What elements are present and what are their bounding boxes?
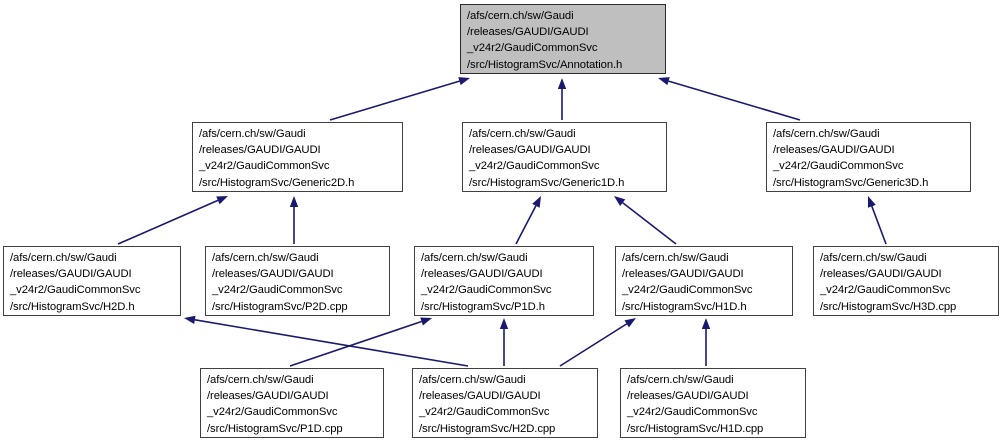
graph-node-h2d-cpp[interactable]: /afs/cern.ch/sw/Gaudi /releases/GAUDI/GA… — [412, 368, 598, 438]
graph-node-h3d-cpp[interactable]: /afs/cern.ch/sw/Gaudi /releases/GAUDI/GA… — [813, 246, 999, 316]
graph-node-label: /afs/cern.ch/sw/Gaudi /releases/GAUDI/GA… — [199, 128, 355, 189]
graph-node-label: /afs/cern.ch/sw/Gaudi /releases/GAUDI/GA… — [421, 252, 552, 313]
graph-node-label: /afs/cern.ch/sw/Gaudi /releases/GAUDI/GA… — [622, 252, 753, 313]
graph-edge-generic2d_h-to-annotation_h — [329, 77, 470, 121]
graph-node-label: /afs/cern.ch/sw/Gaudi /releases/GAUDI/GA… — [207, 374, 343, 435]
graph-node-p2d-cpp[interactable]: /afs/cern.ch/sw/Gaudi /releases/GAUDI/GA… — [205, 246, 390, 316]
graph-node-label: /afs/cern.ch/sw/Gaudi /releases/GAUDI/GA… — [820, 252, 957, 313]
graph-node-label: /afs/cern.ch/sw/Gaudi /releases/GAUDI/GA… — [212, 252, 348, 313]
graph-edge-h1d_h-to-generic1d_h — [614, 196, 677, 245]
graph-node-label: /afs/cern.ch/sw/Gaudi /releases/GAUDI/GA… — [773, 128, 929, 189]
graph-edge-p2d_cpp-to-generic2d_h — [289, 196, 299, 244]
graph-node-label: /afs/cern.ch/sw/Gaudi /releases/GAUDI/GA… — [419, 374, 556, 435]
graph-node-label: /afs/cern.ch/sw/Gaudi /releases/GAUDI/GA… — [467, 10, 623, 71]
graph-node-p1d-h[interactable]: /afs/cern.ch/sw/Gaudi /releases/GAUDI/GA… — [414, 246, 594, 316]
graph-node-p1d-cpp[interactable]: /afs/cern.ch/sw/Gaudi /releases/GAUDI/GA… — [200, 368, 384, 438]
graph-node-generic2d-h[interactable]: /afs/cern.ch/sw/Gaudi /releases/GAUDI/GA… — [192, 122, 403, 192]
graph-node-h1d-h[interactable]: /afs/cern.ch/sw/Gaudi /releases/GAUDI/GA… — [615, 246, 793, 316]
graph-edge-h2d_h-to-generic2d_h — [117, 196, 228, 245]
graph-edge-p1d_h-to-generic1d_h — [515, 196, 541, 245]
graph-node-generic1d-h[interactable]: /afs/cern.ch/sw/Gaudi /releases/GAUDI/GA… — [462, 122, 667, 192]
graph-edge-h3d_cpp-to-generic3d_h — [867, 196, 887, 245]
graph-node-generic3d-h[interactable]: /afs/cern.ch/sw/Gaudi /releases/GAUDI/GA… — [766, 122, 971, 192]
graph-node-h1d-cpp[interactable]: /afs/cern.ch/sw/Gaudi /releases/GAUDI/GA… — [620, 368, 806, 438]
graph-node-label: /afs/cern.ch/sw/Gaudi /releases/GAUDI/GA… — [469, 128, 625, 189]
graph-edge-h2d_cpp-to-h1d_h — [559, 318, 636, 367]
graph-node-label: /afs/cern.ch/sw/Gaudi /releases/GAUDI/GA… — [10, 252, 141, 313]
graph-edge-generic3d_h-to-annotation_h — [658, 77, 801, 121]
graph-edge-p1d_cpp-to-p1d_h — [289, 317, 432, 367]
graph-node-h2d-h[interactable]: /afs/cern.ch/sw/Gaudi /releases/GAUDI/GA… — [3, 246, 181, 316]
graph-edge-generic1d_h-to-annotation_h — [557, 78, 567, 120]
graph-edge-h1d_cpp-to-h1d_h — [701, 318, 711, 366]
graph-edge-h2d_cpp-to-h2d_h — [184, 315, 469, 367]
graph-node-annotation-h[interactable]: /afs/cern.ch/sw/Gaudi /releases/GAUDI/GA… — [460, 4, 666, 74]
graph-edge-h2d_cpp-to-p1d_h — [499, 318, 509, 366]
graph-node-label: /afs/cern.ch/sw/Gaudi /releases/GAUDI/GA… — [627, 374, 764, 435]
